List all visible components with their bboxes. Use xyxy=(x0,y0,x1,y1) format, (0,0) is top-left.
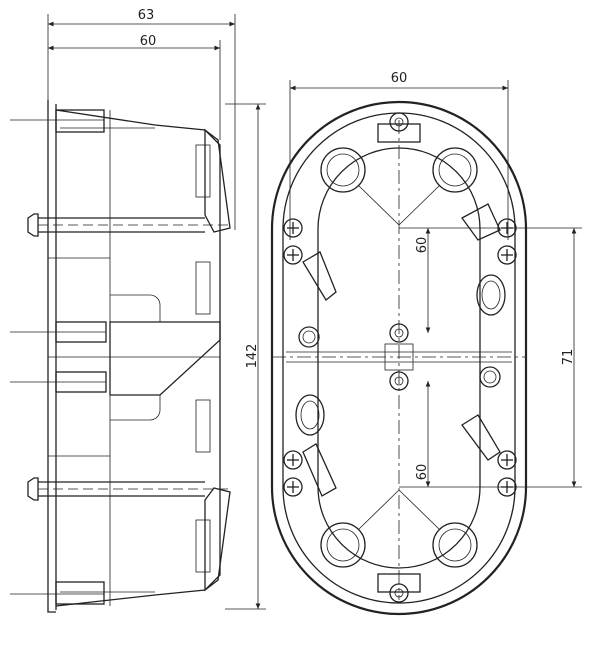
screw-right-2 xyxy=(497,245,517,265)
screw-heads xyxy=(283,218,517,497)
bottom-screw-icon xyxy=(389,583,409,603)
dimension-60-upper: 60 xyxy=(415,228,431,333)
dim-label-60-upper: 60 xyxy=(415,237,430,254)
screw-right-3 xyxy=(497,450,517,470)
oval-hole-right xyxy=(476,274,506,316)
dim-label-60-lower: 60 xyxy=(415,464,430,481)
dim-label-60-side: 60 xyxy=(140,34,157,49)
dim-label-71: 71 xyxy=(561,349,576,366)
clamp-top-right xyxy=(461,203,501,241)
screw-left-4 xyxy=(283,477,303,497)
center-bolt-lower xyxy=(389,371,409,391)
dimension-63: 63 xyxy=(47,8,236,230)
dimension-71: 71 xyxy=(399,227,582,488)
bottom-lug xyxy=(377,573,421,593)
screw-left-2 xyxy=(283,245,303,265)
screw-left-1 xyxy=(283,218,303,238)
dimension-142: 142 xyxy=(225,103,266,610)
knockout-bottom-right xyxy=(432,522,478,568)
dim-label-63: 63 xyxy=(138,8,155,23)
front-view: 60 xyxy=(270,71,582,616)
screw-left-3 xyxy=(283,450,303,470)
knockout-top-right xyxy=(432,147,478,193)
side-view: 63 60 142 xyxy=(10,8,266,613)
center-bolt-upper xyxy=(389,323,409,343)
clamp-bottom-right xyxy=(461,414,501,461)
upper-screw xyxy=(27,213,230,237)
small-hole-right xyxy=(479,366,501,388)
outer-rim xyxy=(270,100,528,616)
lower-screw xyxy=(27,477,230,501)
knockout-top-left xyxy=(320,147,366,193)
clamp-top-left xyxy=(302,251,337,301)
dimension-60-front: 60 xyxy=(289,71,509,240)
knockout-circles xyxy=(320,147,478,568)
dim-label-142: 142 xyxy=(245,344,260,369)
small-hole-left xyxy=(298,326,320,348)
top-screw-icon xyxy=(389,112,409,132)
dimension-60-lower: 60 xyxy=(415,381,431,487)
oval-hole-left xyxy=(295,394,325,436)
clamp-bottom-left xyxy=(302,443,337,497)
knockout-bottom-left xyxy=(320,522,366,568)
dim-label-60-front: 60 xyxy=(391,71,408,86)
top-lug xyxy=(377,123,421,143)
dimension-60-side: 60 xyxy=(48,34,221,140)
